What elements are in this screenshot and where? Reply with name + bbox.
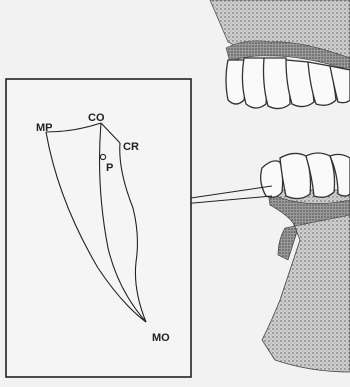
lower-tooth [261,161,283,197]
label-mo: MO [152,332,170,344]
label-mp: MP [36,122,53,134]
lower-tooth [280,153,311,198]
upper-jaw [210,0,350,109]
label-co: CO [88,112,105,124]
label-cr: CR [123,141,139,153]
label-p: P [106,162,113,174]
